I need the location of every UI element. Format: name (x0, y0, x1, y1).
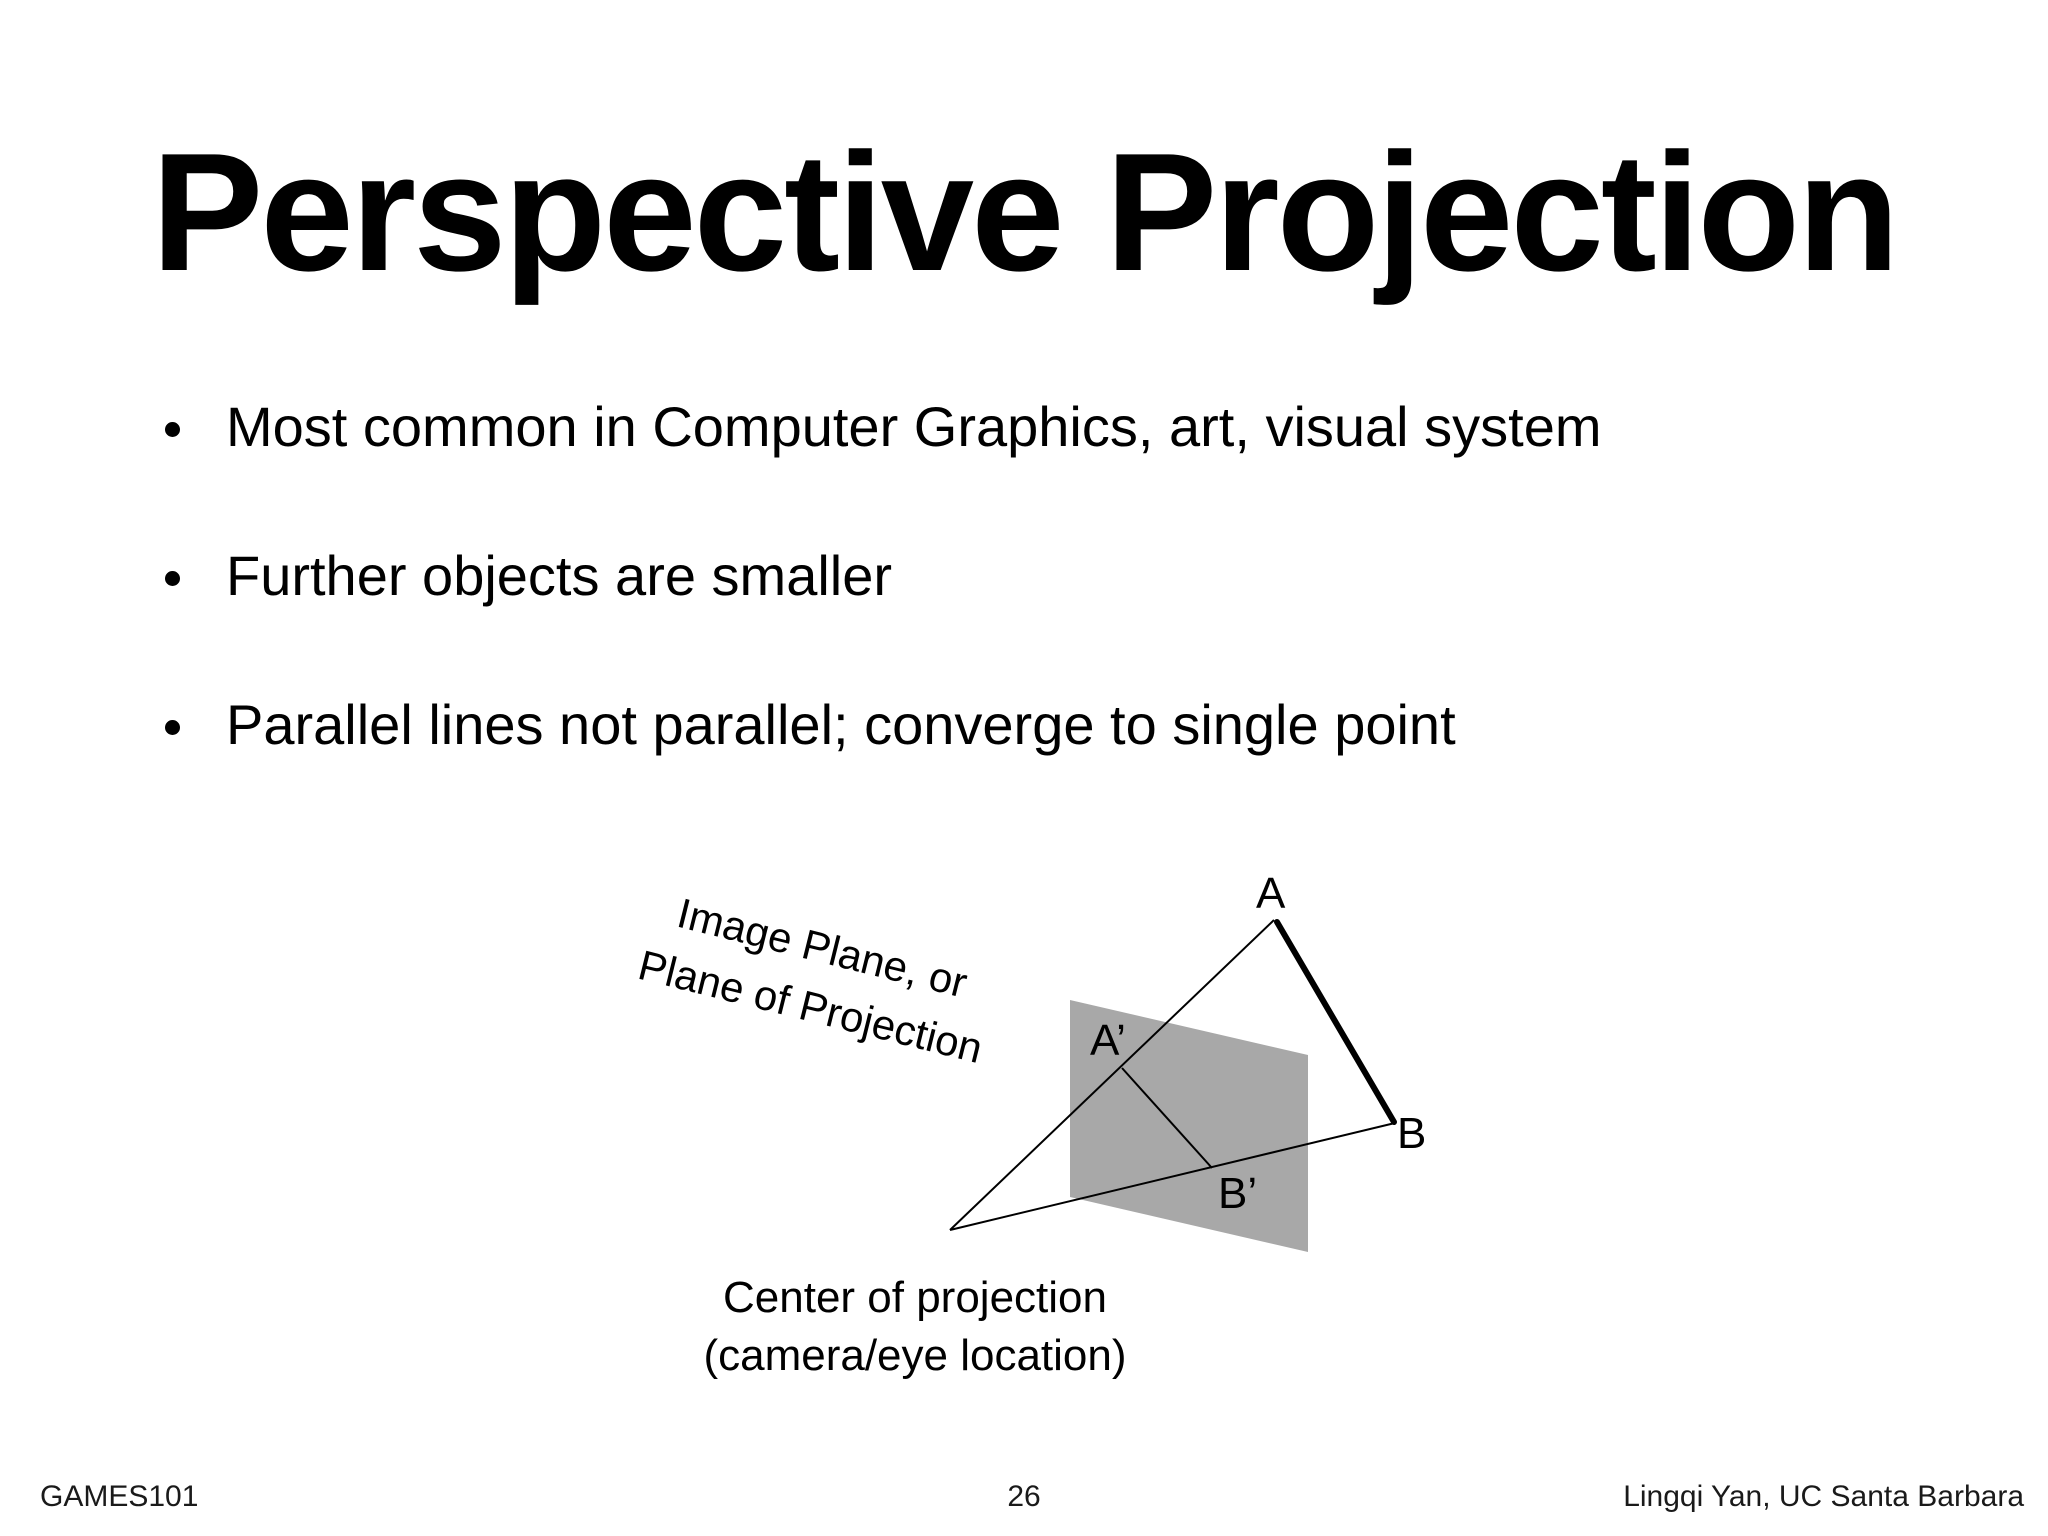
footer-page-number: 26 (1007, 1480, 1041, 1513)
image-plane (1070, 1000, 1308, 1252)
slide-title: Perspective Projection (151, 118, 1899, 306)
point-b-proj-label: B’ (1218, 1169, 1257, 1218)
center-label-line1: Center of projection (723, 1273, 1107, 1322)
bullet-text: Further objects are smaller (226, 544, 893, 607)
ray-to-a (949, 919, 1275, 1231)
point-a-proj-label: A’ (1090, 1016, 1126, 1065)
bullet-item: Parallel lines not parallel; converge to… (160, 693, 1602, 757)
bullet-dot-icon (165, 571, 180, 586)
center-label-line2: (camera/eye location) (703, 1331, 1126, 1380)
bullet-text: Most common in Computer Graphics, art, v… (226, 395, 1602, 458)
projected-segment (1121, 1067, 1213, 1169)
point-a-label: A (1256, 869, 1286, 918)
point-b-label: B (1397, 1109, 1426, 1158)
ray-to-b (949, 1122, 1396, 1231)
bullet-text: Parallel lines not parallel; converge to… (226, 693, 1456, 756)
segment-ab (1274, 919, 1397, 1125)
bullet-dot-icon (165, 720, 180, 735)
bullet-list: Most common in Computer Graphics, art, v… (160, 395, 1602, 842)
bullet-item: Most common in Computer Graphics, art, v… (160, 395, 1602, 459)
bullet-dot-icon (165, 422, 180, 437)
footer-course: GAMES101 (40, 1480, 199, 1513)
bullet-item: Further objects are smaller (160, 544, 1602, 608)
footer-author: Lingqi Yan, UC Santa Barbara (1623, 1480, 2024, 1513)
